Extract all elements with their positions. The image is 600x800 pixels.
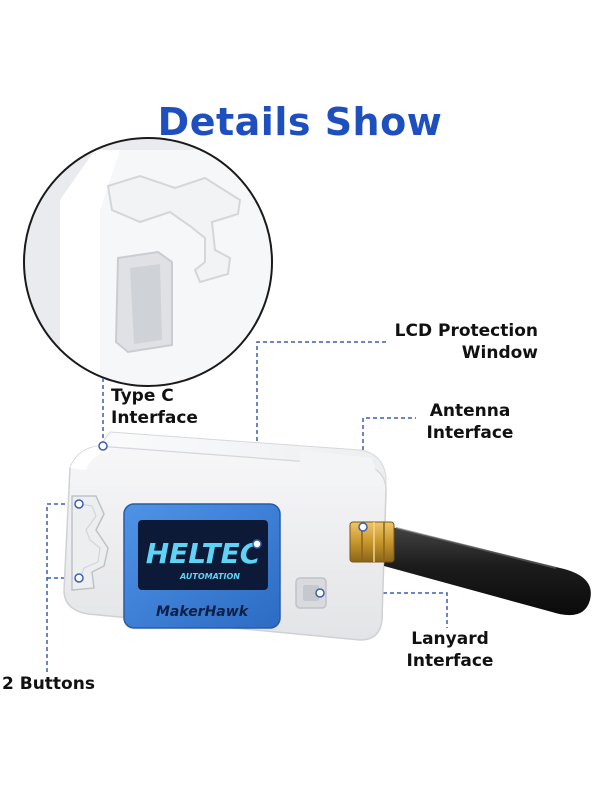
label-2-buttons: 2 Buttons — [2, 674, 95, 694]
label-lanyard-interface: Lanyard Interface — [390, 628, 510, 672]
lcd-screen: HELTEC AUTOMATION MakerHawk — [123, 503, 281, 629]
label-lcd-protection-window: LCD Protection Window — [338, 320, 538, 364]
lanyard-hole — [295, 577, 327, 609]
page-title: Details Show — [157, 100, 443, 144]
antenna-rod-icon — [384, 526, 591, 616]
label-antenna-line1: Antenna — [429, 401, 511, 421]
callout-dots — [74, 441, 368, 598]
label-lcd-line1: LCD Protection — [394, 321, 538, 341]
magnifier-circle-icon — [23, 137, 273, 387]
label-antenna-line2: Interface — [426, 423, 514, 443]
screen-logo-sub: AUTOMATION — [179, 572, 240, 581]
brand-mark: MakerHawk — [156, 604, 250, 620]
label-type-c-line1: Type C — [111, 386, 174, 406]
label-lcd-line2: Window — [461, 343, 538, 363]
label-type-c-interface: Type C Interface — [111, 385, 198, 429]
callout-lines — [46, 341, 448, 672]
screen-logo: HELTEC — [146, 537, 261, 570]
label-lanyard-line2: Interface — [406, 651, 494, 671]
button-cutout-icon — [71, 495, 109, 591]
label-antenna-interface: Antenna Interface — [410, 400, 530, 444]
antenna — [349, 521, 591, 616]
sma-connector-icon — [349, 521, 395, 563]
label-lanyard-line1: Lanyard — [411, 629, 489, 649]
label-type-c-line2: Interface — [111, 408, 198, 428]
